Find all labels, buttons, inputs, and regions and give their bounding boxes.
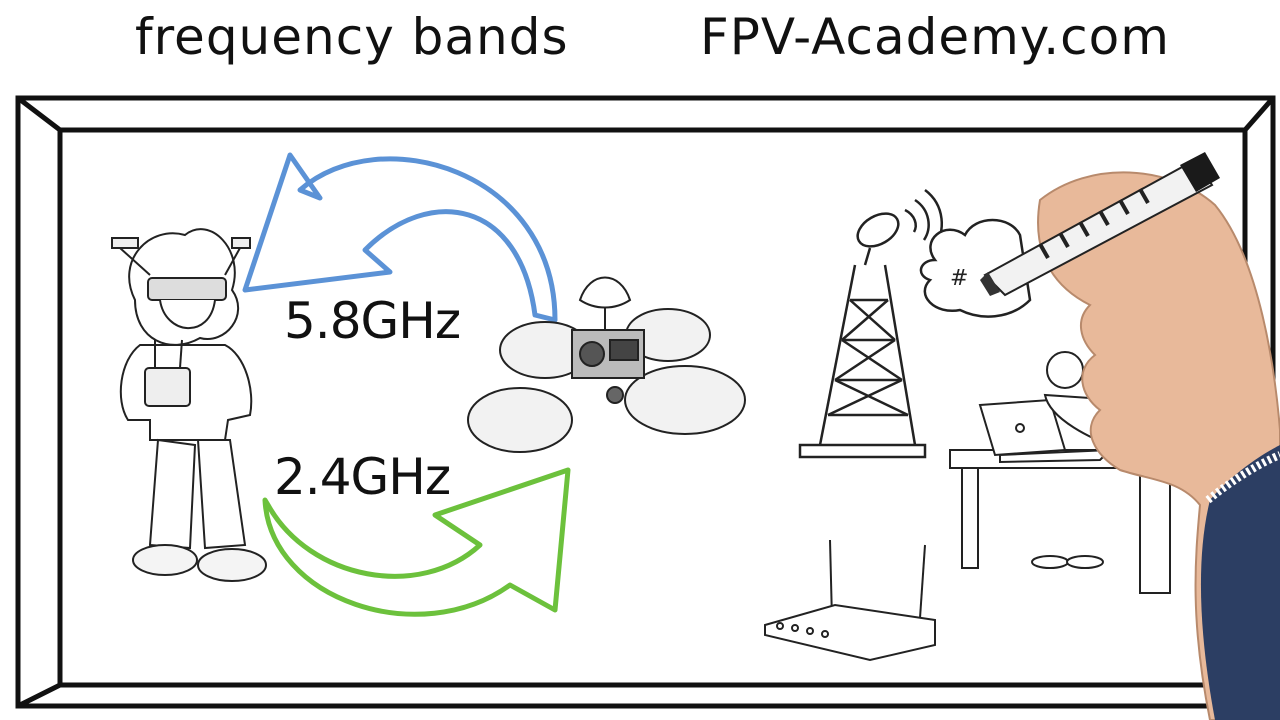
lower-band-label: 2.4GHz (274, 448, 451, 506)
lower-arrow-icon (262, 467, 571, 617)
upper-arrow-icon (242, 152, 558, 323)
hand-with-marker-icon (980, 152, 1280, 720)
quadcopter-drone-icon (467, 276, 746, 453)
cloud-symbol-text: # (950, 266, 969, 291)
title-left-text: frequency bands (135, 8, 569, 66)
pilot-with-goggles-icon (111, 228, 267, 582)
title-right-text: FPV-Academy.com (700, 8, 1170, 66)
upper-band-label: 5.8GHz (284, 292, 461, 350)
radio-tower-icon (798, 189, 944, 459)
wifi-router-icon (764, 539, 936, 662)
